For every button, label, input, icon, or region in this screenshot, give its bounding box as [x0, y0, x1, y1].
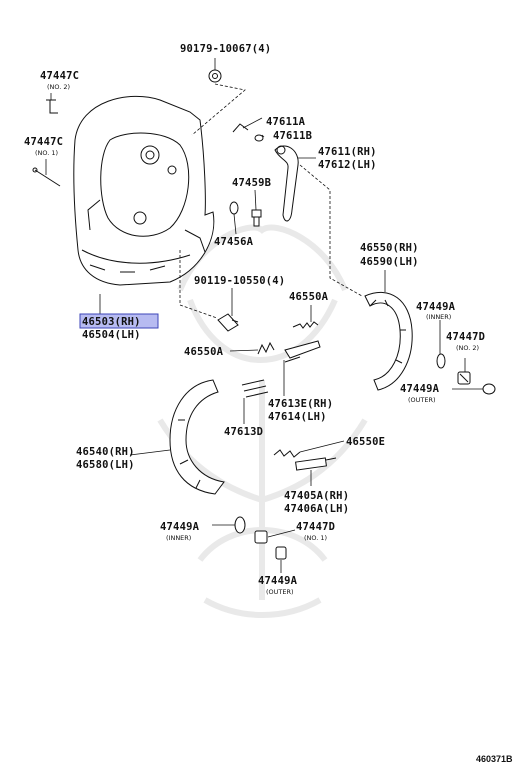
bolt-47459b[interactable] — [251, 209, 262, 227]
label-47447c-no2[interactable]: 47447C — [40, 70, 79, 82]
label-46504[interactable]: 46504(LH) — [82, 329, 141, 341]
label-46550e[interactable]: 46550E — [346, 436, 385, 448]
sublabel-47447c-no2: (NO. 2) — [47, 83, 70, 91]
sublabel-47447d-no2: (NO. 2) — [456, 344, 479, 352]
spring-47447d-no1[interactable] — [254, 530, 268, 544]
label-47614[interactable]: 47614(LH) — [268, 411, 327, 423]
brake-shoe-left[interactable] — [169, 379, 225, 495]
highlight-box-46503 — [79, 313, 159, 329]
label-47612[interactable]: 47612(LH) — [318, 159, 377, 171]
adjuster-47405a[interactable] — [295, 457, 337, 471]
retainer-47449a-outer-right[interactable] — [482, 383, 496, 395]
label-47459b[interactable]: 47459B — [232, 177, 271, 189]
retainer-47449a-inner-right[interactable] — [436, 353, 446, 369]
parking-brake-lever[interactable] — [274, 145, 299, 222]
spring-46550e[interactable] — [273, 449, 301, 458]
label-47611a[interactable]: 47611A — [266, 116, 306, 128]
nut-90179[interactable] — [208, 69, 222, 83]
label-46540[interactable]: 46540(RH) — [76, 446, 135, 458]
spring-46550a-left[interactable] — [257, 341, 275, 355]
sublabel-47449a-outer-left: (OUTER) — [266, 588, 294, 596]
washer-47456a[interactable] — [229, 201, 239, 215]
adjuster-lever-47613e[interactable] — [284, 340, 321, 363]
label-46550[interactable]: 46550(RH) — [360, 242, 419, 254]
sublabel-47449a-outer-right: (OUTER) — [408, 396, 436, 404]
label-46550a-top[interactable]: 46550A — [289, 291, 329, 303]
label-47449a-inner-left[interactable]: 47449A — [160, 521, 200, 533]
brake-shoe-right[interactable] — [364, 291, 413, 391]
label-47449a-inner-right[interactable]: 47449A — [416, 301, 456, 313]
label-90119[interactable]: 90119-10550(4) — [194, 275, 285, 287]
sublabel-47447c-no1: (NO. 1) — [35, 149, 58, 157]
washer-47611b[interactable] — [254, 134, 264, 142]
pin-47447c-no1[interactable] — [32, 167, 61, 187]
spring-47447d-no2[interactable] — [457, 371, 471, 385]
label-46550a-left[interactable]: 46550A — [184, 346, 224, 358]
label-47449a-outer-right[interactable]: 47449A — [400, 383, 440, 395]
sublabel-47449a-inner-left: (INNER) — [166, 534, 191, 542]
label-47611b[interactable]: 47611B — [273, 130, 312, 142]
label-46590[interactable]: 46590(LH) — [360, 256, 419, 268]
retainer-47449a-outer-left[interactable] — [275, 546, 287, 560]
label-47456a[interactable]: 47456A — [214, 236, 254, 248]
label-47613e[interactable]: 47613E(RH) — [268, 398, 333, 410]
label-90179[interactable]: 90179-10067(4) — [180, 43, 271, 55]
label-47611[interactable]: 47611(RH) — [318, 146, 377, 158]
label-46580[interactable]: 46580(LH) — [76, 459, 135, 471]
leader-lines — [45, 58, 483, 573]
label-47447c-no1[interactable]: 47447C — [24, 136, 63, 148]
label-47613d[interactable]: 47613D — [224, 426, 263, 438]
bolt-90119[interactable] — [217, 313, 239, 332]
label-47449a-outer-left[interactable]: 47449A — [258, 575, 298, 587]
label-47447d-no2[interactable]: 47447D — [446, 331, 485, 343]
clip-47611a[interactable] — [232, 123, 249, 133]
pin-47447c-no2[interactable] — [46, 99, 58, 114]
sublabel-47447d-no1: (NO. 1) — [304, 534, 327, 542]
label-47406a[interactable]: 47406A(LH) — [284, 503, 349, 515]
retainer-47449a-inner-left[interactable] — [234, 516, 246, 534]
figure-id: 460371B — [476, 754, 513, 764]
label-47447d-no1[interactable]: 47447D — [296, 521, 335, 533]
spring-46550a-top[interactable] — [292, 321, 319, 329]
backing-plate[interactable] — [73, 95, 215, 286]
label-46503[interactable]: 46503(RH) — [82, 316, 141, 328]
sublabel-47449a-inner-right: (INNER) — [426, 313, 451, 321]
label-47405a[interactable]: 47405A(RH) — [284, 490, 349, 502]
spring-47613d[interactable] — [241, 379, 269, 398]
